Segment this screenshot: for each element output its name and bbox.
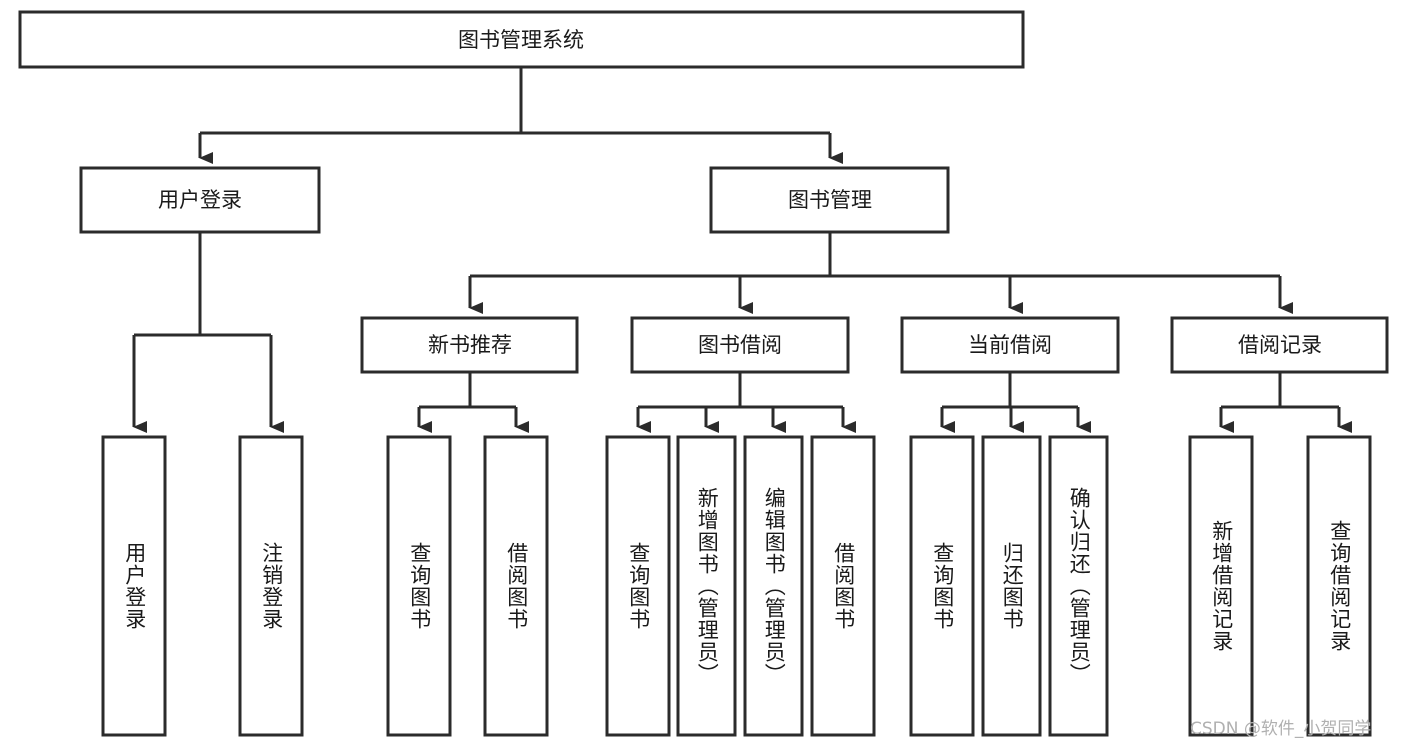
- node-leaf-query-book-borrow[interactable]: [605, 435, 671, 737]
- node-user-login[interactable]: [79, 166, 321, 234]
- connector-layer: [132, 67, 1352, 433]
- node-leaf-edit-book[interactable]: [743, 435, 804, 737]
- node-leaf-add-borrow-record[interactable]: [1188, 435, 1254, 737]
- node-leaf-logout[interactable]: [238, 435, 304, 737]
- node-borrow-record-label: 借阅记录: [1238, 333, 1322, 357]
- node-leaf-borrow-book[interactable]: [810, 435, 876, 737]
- node-root-label: 图书管理系统: [458, 28, 584, 52]
- node-user-login-label: 用户登录: [158, 188, 242, 212]
- node-leaf-confirm-return[interactable]: [1048, 435, 1109, 737]
- node-new-book-rec-label: 新书推荐: [428, 333, 512, 357]
- node-leaf-borrow-book-rec[interactable]: [483, 435, 549, 737]
- node-current-borrow-label: 当前借阅: [968, 333, 1052, 357]
- node-borrow-record[interactable]: [1170, 316, 1389, 374]
- node-book-manage-label: 图书管理: [788, 188, 872, 212]
- node-leaf-query-book-cur[interactable]: [909, 435, 975, 737]
- node-leaf-user-login[interactable]: [101, 435, 167, 737]
- node-leaf-query-borrow-record[interactable]: [1306, 435, 1372, 737]
- node-leaf-return-book[interactable]: [981, 435, 1042, 737]
- node-book-borrow-label: 图书借阅: [698, 333, 782, 357]
- node-book-borrow[interactable]: [630, 316, 850, 374]
- node-book-manage[interactable]: [709, 166, 950, 234]
- node-current-borrow[interactable]: [900, 316, 1120, 374]
- csdn-watermark: CSDN @软件_小贺同学: [1190, 719, 1372, 739]
- node-new-book-rec[interactable]: [360, 316, 579, 374]
- node-leaf-add-book[interactable]: [676, 435, 737, 737]
- node-root[interactable]: [18, 10, 1025, 69]
- node-leaf-query-book-rec[interactable]: [386, 435, 452, 737]
- node-layer: 图书管理系统 用户登录 图书管理 新书推荐 图书借阅 当前借阅 借阅记录: [18, 10, 1389, 737]
